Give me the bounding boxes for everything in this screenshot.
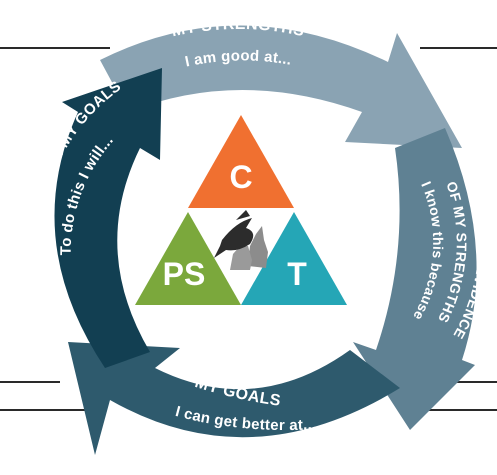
triangle-left-ps — [135, 212, 241, 305]
triangle-letter-ps: PS — [163, 256, 206, 292]
triangle-letter-c: C — [229, 159, 252, 195]
evidence-arrow — [353, 128, 477, 430]
triangle-letter-t: T — [287, 256, 307, 292]
strengths-arrow — [100, 25, 462, 148]
goals-arrow — [68, 342, 400, 455]
raven-and-wolf-icon — [214, 210, 268, 270]
rule-lines — [0, 47, 497, 411]
triangle-top-c — [188, 115, 294, 208]
triangle-right-t — [241, 212, 347, 305]
strengths-subtitle: I am good at... — [183, 47, 293, 70]
plan-arrow — [54, 68, 162, 368]
cpst-triangle: C PS T — [135, 115, 347, 305]
